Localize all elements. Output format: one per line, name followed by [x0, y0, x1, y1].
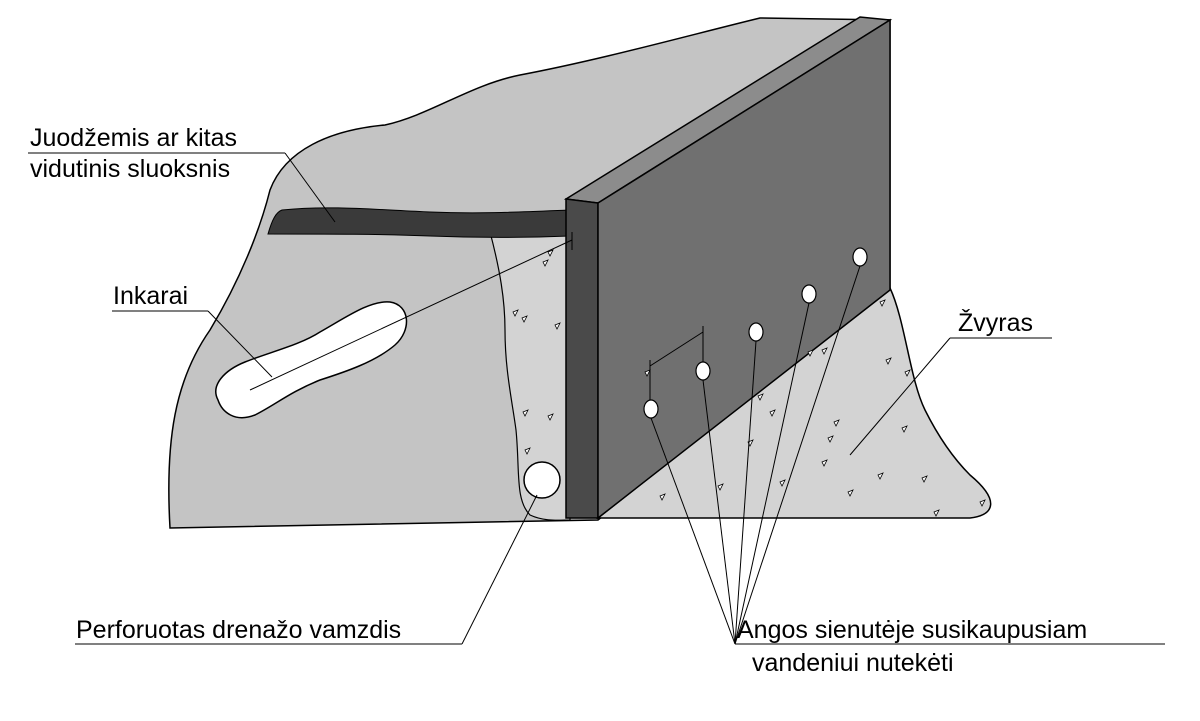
label-holes-line1: Angos sienutėje susikaupusiam	[737, 616, 1087, 644]
leader-gravel	[849, 337, 1052, 456]
anchor-rod	[249, 239, 573, 391]
label-topsoil-line2: vidutinis sluoksnis	[30, 155, 230, 183]
wall-edge-face	[565, 198, 599, 519]
leader-topsoil	[28, 152, 336, 223]
weep-hole-3	[748, 322, 764, 342]
leader-weep-holes	[650, 265, 1165, 645]
label-holes-line2: vandeniui nutekėti	[752, 649, 954, 677]
gravel-zone	[595, 286, 992, 519]
topsoil-layer	[267, 207, 571, 238]
leader-pipe	[75, 494, 538, 645]
gravel-particles	[512, 249, 986, 517]
weep-hole-1	[643, 399, 659, 419]
weep-hole-4	[801, 284, 817, 304]
label-topsoil-line1: Juodžemis ar kitas	[30, 124, 237, 152]
anchor-blob	[215, 301, 408, 419]
weep-hole-5	[852, 247, 868, 267]
weep-hole-2	[695, 361, 711, 381]
hole-spacing-dimension	[649, 326, 704, 400]
drainage-pipe	[523, 461, 561, 499]
wall-main-face	[597, 18, 891, 520]
label-anchors: Inkarai	[113, 282, 188, 310]
gravel-backfill-column	[489, 231, 571, 521]
leader-anchors	[112, 310, 273, 378]
label-pipe: Perforuotas drenažo vamzdis	[76, 616, 401, 644]
label-gravel: Žvyras	[958, 308, 1033, 337]
